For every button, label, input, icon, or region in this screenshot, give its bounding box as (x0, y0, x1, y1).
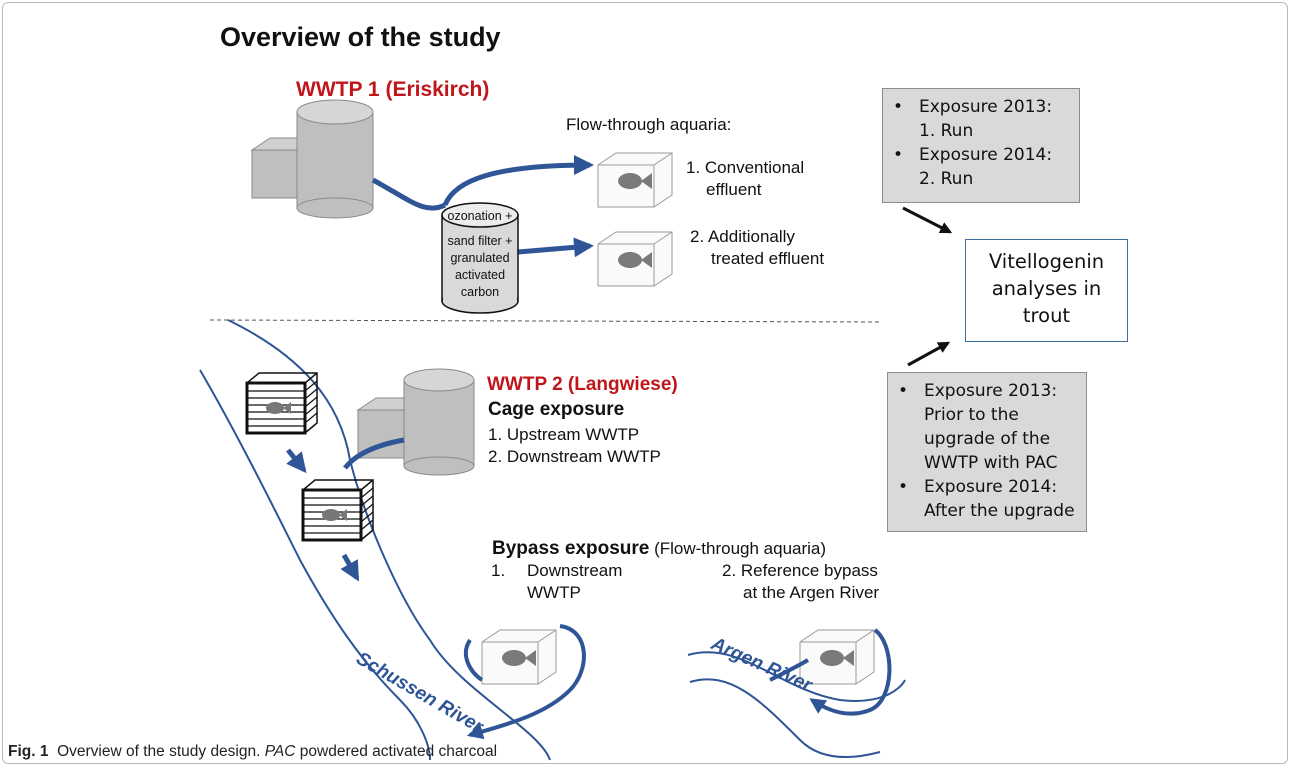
bypass1-line2: WWTP (527, 583, 581, 602)
caption-abbr: PAC (264, 743, 296, 760)
aquarium-conventional (597, 152, 673, 208)
bypass-exposure-title: Bypass exposure (Flow-through aquaria) (492, 538, 827, 559)
exposure-box-wwtp1: Exposure 2013: 1. Run Exposure 2014: 2. … (882, 88, 1080, 203)
vitellogenin-result-box: Vitellogenin analyses in trout (965, 239, 1128, 342)
treatment-cylinder (441, 202, 519, 314)
aquarium2-label-line1: 2. Additionally (690, 227, 795, 246)
pipe-to-conventional (371, 177, 447, 211)
arrow-conventional-effluent (442, 155, 594, 207)
cage-item-upstream: 1. Upstream WWTP (488, 425, 640, 444)
arrow-treated-effluent (517, 237, 594, 258)
bypass2-line2: at the Argen River (743, 583, 880, 602)
exposure-box-wwtp2: Exposure 2013: Prior to the upgrade of t… (887, 372, 1087, 532)
wwtp2-effluent-pipe (343, 437, 405, 470)
bypass1-number: 1. (491, 561, 506, 580)
river-flow-arrow-1 (286, 448, 307, 474)
arrow-bottom-to-result (907, 341, 951, 367)
wwtp2-heading: WWTP 2 (Langwiese) (487, 374, 678, 395)
bypass1-line1: Downstream (527, 561, 623, 580)
caption-rest: powdered activated charcoal (295, 743, 498, 760)
aquarium2-label-line2: treated effluent (711, 249, 825, 268)
bypass-reference-loop (769, 628, 892, 716)
treatment-label: ozonation + sand filter + granulated act… (447, 209, 513, 299)
figure-label: Fig. 1 (8, 743, 49, 760)
aquarium1-label-line1: 1. Conventional (686, 158, 805, 177)
aquarium1-label-line2: effluent (706, 180, 762, 199)
cage-downstream (301, 478, 375, 542)
wwtp1-plant-icon (250, 99, 374, 219)
aquarium-bypass-downstream (481, 629, 557, 685)
page-title: Overview of the study (220, 22, 501, 52)
section-divider (209, 319, 881, 323)
figure-caption: Fig. 1 Overview of the study design. PAC… (8, 743, 497, 761)
caption-text: Overview of the study design. (48, 743, 265, 760)
bypass-downstream-loop (466, 624, 586, 735)
aquaria-label: Flow-through aquaria: (566, 115, 732, 134)
wwtp1-heading: WWTP 1 (Eriskirch) (296, 78, 490, 101)
bypass2-line1: 2. Reference bypass (722, 561, 878, 580)
arrow-top-to-result (902, 206, 953, 234)
cage-exposure-title: Cage exposure (488, 399, 625, 420)
cage-item-downstream: 2. Downstream WWTP (488, 447, 661, 466)
aquarium-treated (597, 231, 673, 287)
river-flow-arrow-2 (340, 553, 360, 582)
wwtp2-plant-icon (356, 368, 475, 476)
cage-upstream (245, 371, 319, 435)
